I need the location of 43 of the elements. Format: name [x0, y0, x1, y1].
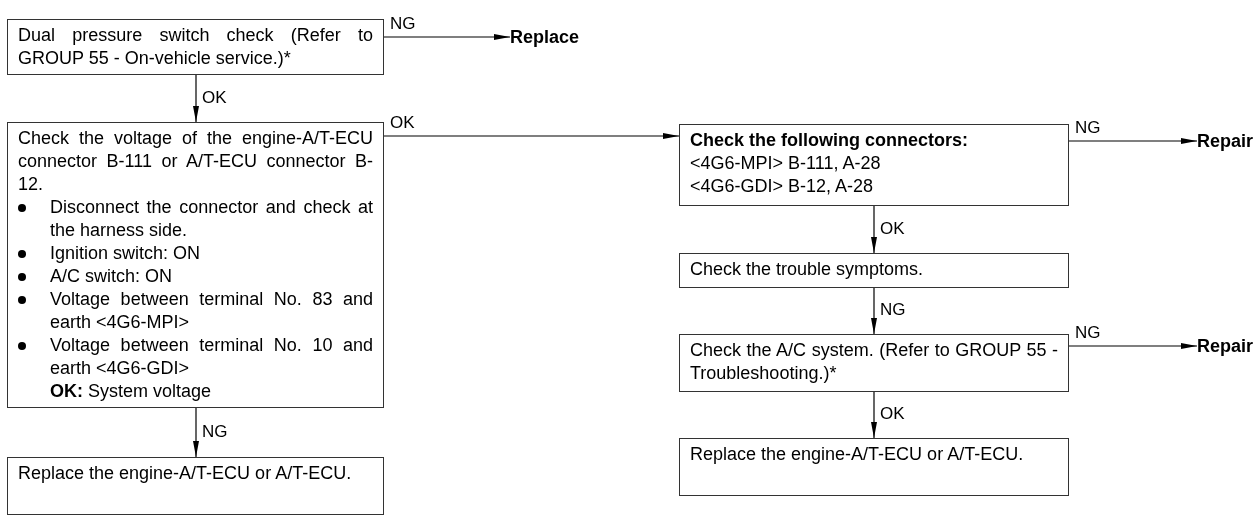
- edge-label: NG: [390, 13, 416, 35]
- box-text: Dual pressure switch check (Refer to GROUP 55 - On-vehicle service.)*: [18, 24, 373, 70]
- process-box: [7, 457, 384, 515]
- edge-label: NG: [1075, 322, 1101, 344]
- list-item: Ignition switch: ON: [50, 242, 201, 265]
- box-text: Check the A/C system. (Refer to GROUP 55 - Troubleshooting.)*: [690, 339, 1058, 385]
- box-heading: Check the following connectors:: [690, 129, 970, 152]
- box-text: Check the trouble symptoms.: [690, 258, 925, 281]
- box-text: <4G6-GDI> B-12, A-28: [690, 175, 875, 198]
- edge-label: OK: [880, 403, 905, 425]
- process-box: [679, 438, 1069, 496]
- arrow: [1068, 138, 1198, 144]
- arrow: [193, 74, 199, 123]
- arrow: [193, 407, 199, 458]
- list-item: Voltage between terminal No. 10 and earth <4G6-GDI>: [50, 334, 373, 380]
- result-text: Replace: [510, 26, 580, 48]
- result-text: Repair: [1197, 335, 1254, 357]
- process-box: [679, 334, 1069, 392]
- arrow: [871, 205, 877, 254]
- arrow: [383, 34, 511, 40]
- box-text: Check the voltage of the engine-A/T-ECU connector B-111 or A/T-ECU connector B-12.: [18, 127, 373, 196]
- edge-label: NG: [880, 299, 906, 321]
- arrow: [871, 287, 877, 335]
- process-box: [679, 124, 1069, 206]
- edge-label: NG: [1075, 117, 1101, 139]
- box-text: Replace the engine-A/T-ECU or A/T-ECU.: [18, 462, 353, 485]
- edge-label: OK: [390, 112, 415, 134]
- box-text: <4G6-MPI> B-111, A-28: [690, 152, 882, 175]
- process-box: [7, 19, 384, 75]
- arrow: [383, 133, 680, 139]
- edge-label: NG: [202, 420, 228, 443]
- process-box: [679, 253, 1069, 288]
- list-item: A/C switch: ON: [50, 265, 173, 288]
- list-item: Disconnect the connector and check at the harness side.: [50, 196, 373, 242]
- process-box: [7, 122, 384, 408]
- box-text: Replace the engine-A/T-ECU or A/T-ECU.: [690, 443, 1025, 466]
- edge-label: OK: [202, 86, 227, 109]
- edge-label: OK: [880, 217, 905, 240]
- list-item: Voltage between terminal No. 83 and earth <4G6-MPI>: [50, 288, 373, 334]
- arrow: [871, 391, 877, 439]
- result-text: Repair: [1197, 130, 1254, 152]
- list-item: OK: System voltage: [50, 380, 212, 403]
- arrow: [1068, 343, 1198, 349]
